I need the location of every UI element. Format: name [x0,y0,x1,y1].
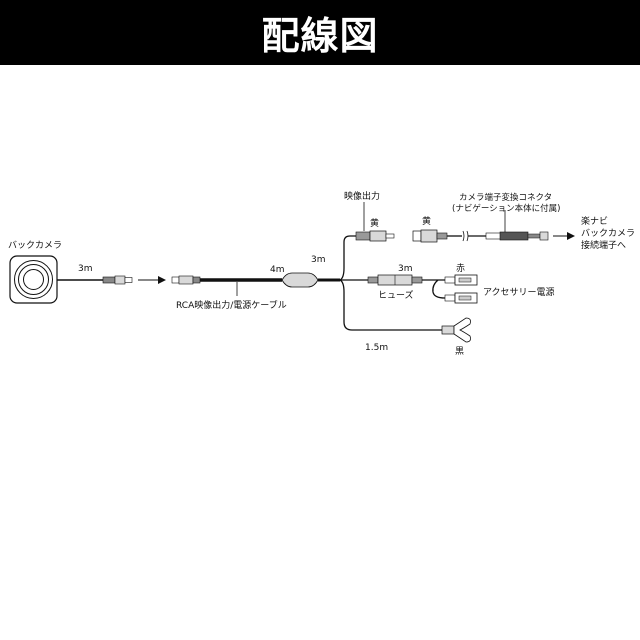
accessory-split-cable [432,279,446,299]
red-label: 赤 [456,263,465,274]
accessory-power-label: アクセサリー電源 [483,287,555,298]
fuse-label: ヒューズ [378,289,414,301]
main-cable-label: RCA映像出力/電源ケーブル [176,299,287,311]
black-label: 黒 [455,346,464,357]
camera-plug [102,275,133,285]
header-bar: 配線図 [0,0,640,65]
rca-plug-male [355,230,395,242]
main-cable-plug [171,275,201,285]
rca-jack-female [412,229,448,243]
page-title: 配線図 [261,14,379,58]
destination-line3: 接続端子へ [581,239,626,251]
yellow-label-left: 黄 [370,217,379,229]
destination-line2: バックカメラ [581,228,635,239]
back-camera-label: バックカメラ [8,240,62,251]
adapter-label-line2: (ナビゲーション本体に付属) [452,203,560,214]
main-cable-length: 4m [270,265,285,275]
female-terminal-second [444,292,478,304]
video-branch-length: 3m [311,255,326,265]
video-out-label: 映像出力 [344,190,380,202]
destination-line1: 楽ナビ [581,215,608,227]
adapter-label-line1: カメラ端子変換コネクタ [459,192,552,203]
junction-box [281,272,319,288]
power-branch-length: 3m [398,264,413,274]
cable-break-icon [462,230,469,242]
camera-cable-length: 3m [78,264,93,274]
yellow-label-right: 黄 [422,215,431,227]
ground-cable [339,279,442,331]
arrow-icon [553,232,575,240]
arrow-icon [138,276,166,284]
back-camera [9,255,58,304]
y-terminal [441,317,471,343]
fuse-holder [367,274,423,286]
camera-terminal-adapter [485,231,549,241]
video-branch-cable [339,235,356,281]
ground-length: 1.5m [365,343,388,353]
female-terminal-red [444,274,478,286]
